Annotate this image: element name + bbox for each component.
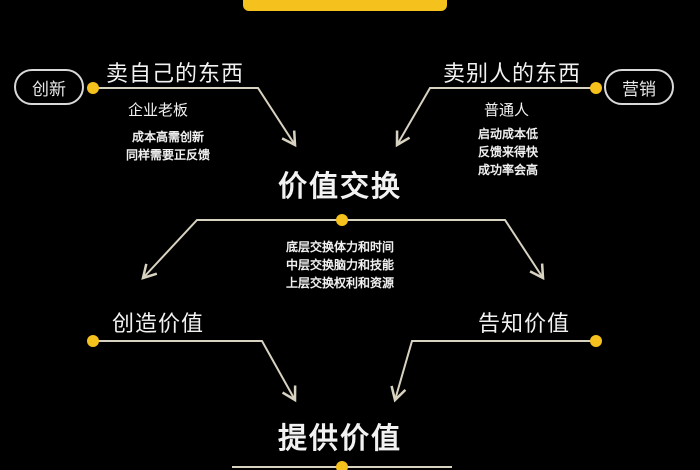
note-line: 反馈来得快	[477, 145, 538, 159]
center-left-arrow	[141, 219, 342, 280]
left-top-arrow	[93, 87, 297, 148]
sell-others-goods-title: 卖别人的东西	[443, 62, 582, 87]
bottom-dot	[336, 461, 348, 470]
note-line: 中层交换脑力和技能	[285, 258, 394, 272]
note-line: 上层交换权利和资源	[285, 276, 394, 290]
top-header-bar	[243, 0, 447, 11]
note-line: 底层交换体力和时间	[285, 240, 394, 254]
business-owner-label: 企业老板	[128, 101, 189, 119]
ordinary-people-label: 普通人	[484, 101, 530, 119]
inform-value-title: 告知价值	[478, 312, 571, 337]
center-dot	[336, 214, 348, 226]
note-line: 成本高需创新	[131, 130, 204, 144]
provide-value-title: 提供价值	[278, 421, 403, 455]
note-line: 成功率会高	[477, 163, 538, 177]
sell-own-goods-title: 卖自己的东西	[106, 62, 245, 87]
right-mid-dot	[590, 335, 602, 347]
note-line: 同样需要正反馈	[125, 148, 210, 162]
center-notes: 底层交换体力和时间 中层交换脑力和技能 上层交换权利和资源	[265, 238, 415, 292]
right-top-arrow	[395, 87, 596, 148]
right-top-dot	[590, 82, 602, 94]
innovation-tag: 创新	[14, 69, 84, 105]
center-right-arrow	[342, 219, 545, 281]
note-line: 启动成本低	[477, 127, 538, 141]
left-top-dot	[87, 82, 99, 94]
left-mid-dot	[87, 335, 99, 347]
right-top-notes: 启动成本低 反馈来得快 成功率会高	[458, 125, 558, 179]
marketing-tag: 营销	[604, 69, 674, 105]
left-top-notes: 成本高需创新 同样需要正反馈	[108, 128, 228, 164]
create-value-title: 创造价值	[112, 312, 205, 337]
right-mid-arrow	[390, 340, 596, 403]
value-exchange-title: 价值交换	[278, 169, 403, 203]
left-mid-arrow	[93, 340, 297, 403]
